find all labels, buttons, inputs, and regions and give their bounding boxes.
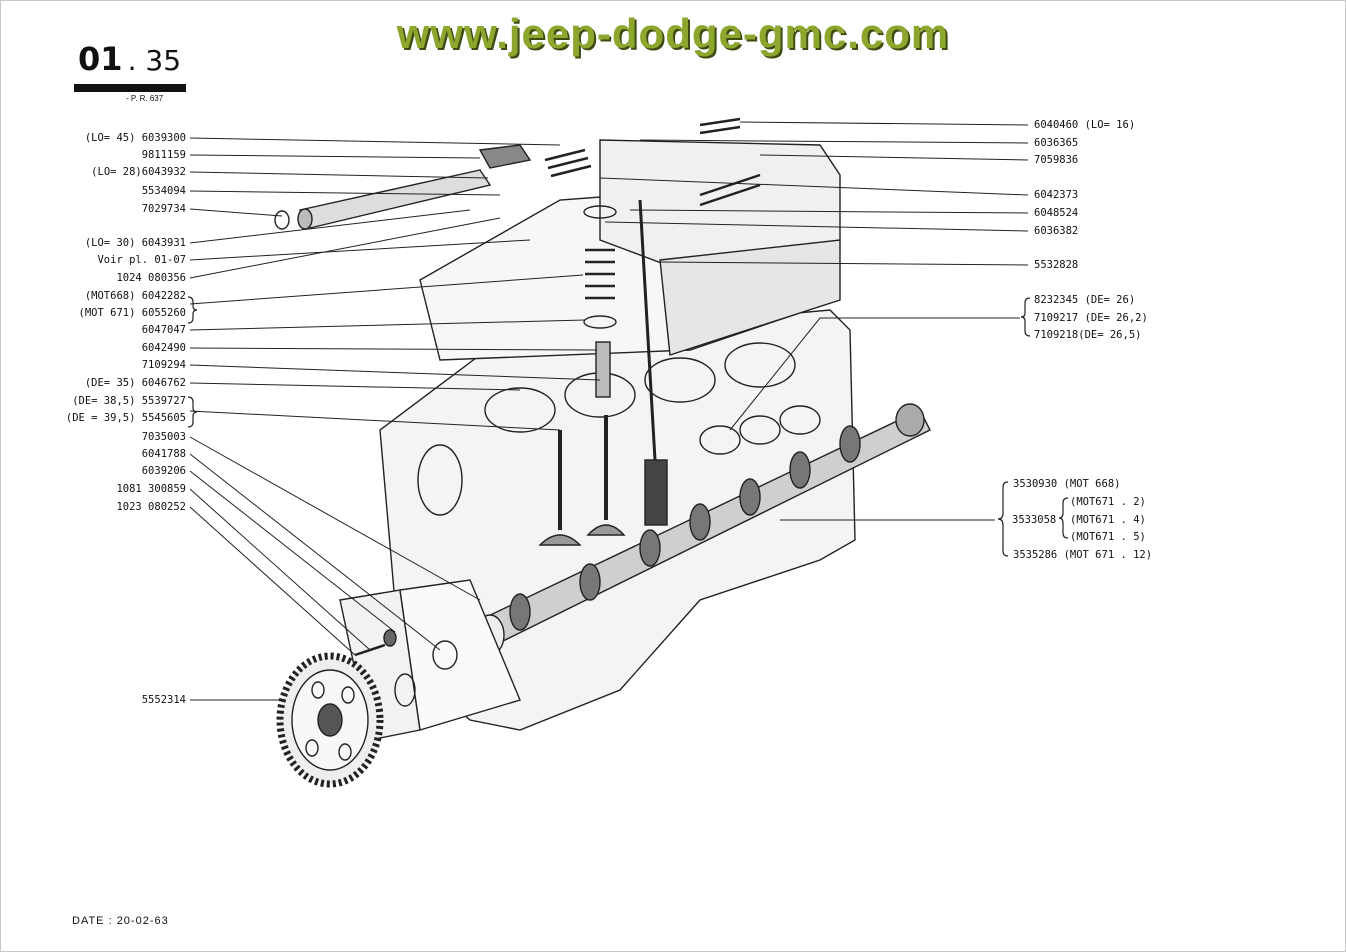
- part-label: 7109217 (DE= 26,2): [1034, 312, 1148, 324]
- part-label: 7109294: [141, 359, 186, 371]
- page-number-bar: [74, 84, 186, 92]
- page-number: 01 . 35: [78, 40, 181, 78]
- part-label: (LO= 30) 6043931: [84, 237, 186, 249]
- part-label: 3535286 (MOT 671 . 12): [1013, 549, 1153, 561]
- part-label: (DE= 38,5) 5539727: [72, 395, 186, 407]
- part-label: 5532828: [1034, 259, 1079, 271]
- part-label: 6048524: [1034, 207, 1079, 219]
- part-label: (MOT671 . 4): [1070, 514, 1146, 526]
- part-label: 7035003: [141, 431, 186, 443]
- part-label: 6047047: [141, 324, 186, 336]
- part-label: 1081 300859: [116, 483, 186, 495]
- part-label: (DE = 39,5) 5545605: [65, 412, 186, 424]
- watermark-url: www.jeep-dodge-gmc.com: [396, 10, 950, 57]
- page-number-major: 01: [78, 40, 123, 78]
- part-label: 7029734: [141, 203, 186, 215]
- part-label: (MOT671 . 5): [1070, 531, 1146, 543]
- date-stamp: DATE : 20-02-63: [72, 915, 169, 927]
- part-label: 6042373: [1034, 189, 1079, 201]
- part-label: 6042490: [141, 342, 186, 354]
- part-label: 6036382: [1034, 225, 1079, 237]
- part-label: 6039206: [141, 465, 186, 477]
- part-label: Voir pl. 01-07: [97, 254, 186, 266]
- part-label: 7059836: [1034, 154, 1079, 166]
- part-label: 1024 080356: [116, 272, 186, 284]
- part-label: 8232345 (DE= 26): [1034, 294, 1136, 306]
- pr-reference: - P. R. 637: [126, 94, 164, 103]
- part-label: (MOT668) 6042282: [84, 290, 186, 302]
- page-number-minor: . 35: [127, 44, 182, 77]
- part-label: (MOT 671) 6055260: [78, 307, 186, 319]
- part-label: 5534094: [141, 185, 186, 197]
- part-label: 9811159: [141, 149, 186, 161]
- part-label: 3533058: [1012, 514, 1057, 526]
- part-label: 3530930 (MOT 668): [1013, 478, 1121, 490]
- part-label: (MOT671 . 2): [1070, 496, 1146, 508]
- part-label: 7109218(DE= 26,5): [1034, 329, 1142, 341]
- part-label: 6040460 (LO= 16): [1034, 119, 1136, 131]
- part-label: (DE= 35) 6046762: [84, 377, 186, 389]
- part-label: 1023 080252: [116, 501, 186, 513]
- part-label: 6036365: [1034, 137, 1079, 149]
- part-label: 6041788: [141, 448, 186, 460]
- part-label: (LO= 45) 6039300: [84, 132, 186, 144]
- part-label: (LO= 28)6043932: [91, 166, 186, 178]
- part-label: 5552314: [141, 694, 186, 706]
